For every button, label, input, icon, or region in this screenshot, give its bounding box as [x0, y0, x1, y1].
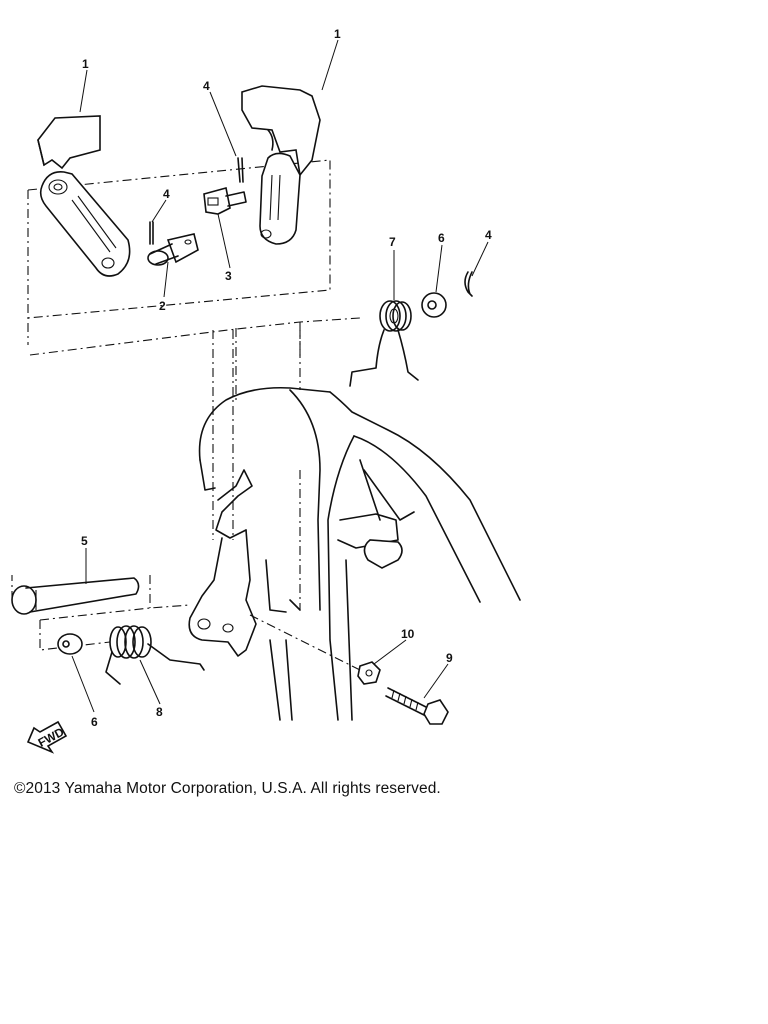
- callout-2: 2: [159, 299, 166, 313]
- torsion-spring-part-7: [349, 300, 419, 387]
- callout-6-lower: 6: [91, 715, 98, 729]
- main-bracket: [188, 386, 521, 721]
- leader-lines: [71, 39, 489, 713]
- callout-3: 3: [225, 269, 232, 283]
- cotter-pin-top: [237, 157, 244, 183]
- lever-arm-left: [37, 115, 131, 277]
- callout-labels: 1 1 4 4 2 3 7 6 4 5 6 8 10 9: [81, 27, 492, 729]
- callout-5: 5: [81, 534, 88, 548]
- washer-lower: [57, 633, 83, 655]
- fwd-arrow-icon: FWD: [26, 720, 68, 754]
- washer-upper: [421, 292, 447, 318]
- lever-arm-right: [241, 85, 321, 245]
- callout-8: 8: [156, 705, 163, 719]
- copyright-notice: ©2013 Yamaha Motor Corporation, U.S.A. A…: [14, 780, 441, 797]
- nut-part-10: [357, 661, 381, 685]
- shaft-part-5: [11, 577, 140, 615]
- callout-4-mid: 4: [163, 187, 170, 201]
- cotter-pin-mid: [149, 221, 154, 245]
- callout-7: 7: [389, 235, 396, 249]
- parts-exploded-diagram: 1 1 4 4 2 3 7 6 4 5 6 8 10 9 FWD: [11, 27, 521, 754]
- callout-4-right: 4: [485, 228, 492, 242]
- callout-4-top: 4: [203, 79, 210, 93]
- callout-1-right: 1: [334, 27, 341, 41]
- cotter-pin-right: [464, 271, 473, 297]
- callout-10: 10: [401, 627, 415, 641]
- bolt-part-9: [385, 687, 449, 725]
- callout-6-upper: 6: [438, 231, 445, 245]
- callout-9: 9: [446, 651, 453, 665]
- callout-1-left: 1: [82, 57, 89, 71]
- clevis-pin-part-3: [203, 187, 247, 215]
- reference-frame: [11, 159, 361, 671]
- torsion-spring-part-8: [105, 625, 205, 685]
- pin-part-2: [147, 233, 199, 266]
